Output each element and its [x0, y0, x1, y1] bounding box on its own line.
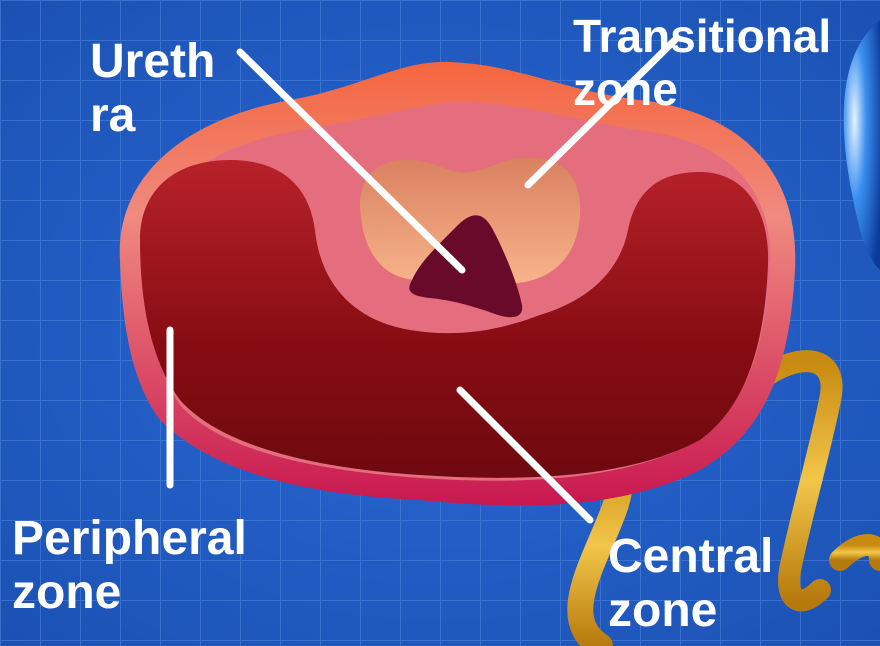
- urethra-label: Ureth ra: [90, 35, 215, 143]
- transitional-zone-label-line1: Transitional: [573, 8, 831, 64]
- transitional-zone-label: Transitional zone: [573, 8, 831, 114]
- transitional-zone-label-line2: zone: [573, 64, 831, 114]
- peripheral-zone-label-line1: Peripheral: [12, 512, 247, 566]
- central-zone-label: Central zone: [608, 530, 773, 638]
- central-zone-label-line2: zone: [608, 584, 773, 638]
- central-zone-label-line1: Central: [608, 530, 773, 584]
- urethra-label-line2: ra: [90, 89, 215, 143]
- peripheral-zone-label-line2: zone: [12, 566, 247, 620]
- urethra-label-line1: Ureth: [90, 35, 215, 89]
- peripheral-zone-label: Peripheral zone: [12, 512, 247, 620]
